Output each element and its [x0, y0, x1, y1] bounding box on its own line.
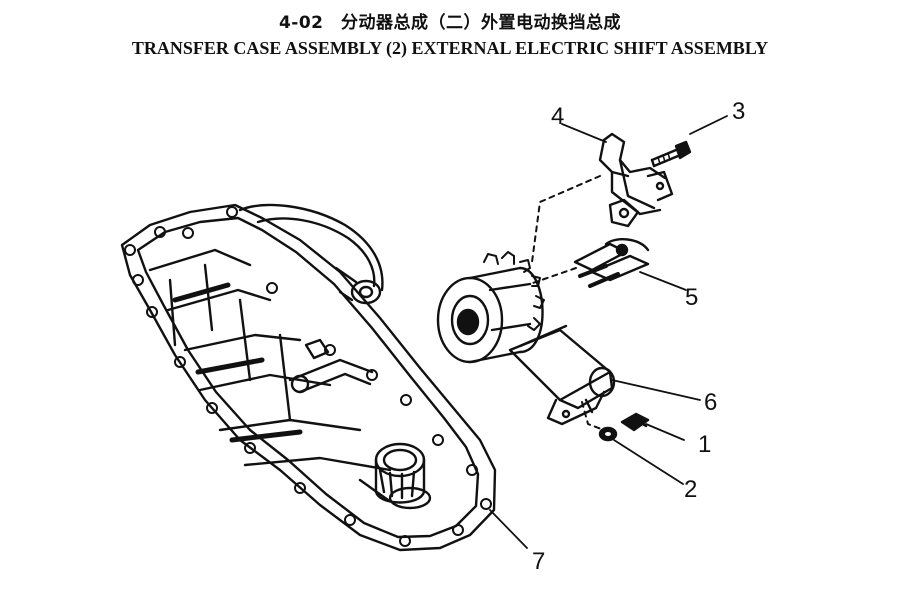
callout-3: 3: [732, 98, 745, 125]
part-4-bracket: [598, 132, 674, 228]
callout-1: 1: [698, 431, 711, 458]
title-chinese: 4-02 分动器总成（二）外置电动换挡总成: [278, 13, 622, 33]
part-5-shift-link: [573, 238, 650, 288]
callout-6: 6: [704, 389, 717, 416]
part-1-screw: [620, 412, 650, 432]
callout-5: 5: [685, 284, 698, 311]
part-3-bolt: [650, 140, 692, 168]
callout-4: 4: [551, 103, 564, 130]
part-2-nut: [598, 426, 618, 442]
title-english: TRANSFER CASE ASSEMBLY (2) EXTERNAL ELEC…: [131, 38, 769, 58]
callout-7: 7: [532, 548, 545, 575]
part-7-transfer-case-housing: [120, 203, 497, 552]
part-6-shift-motor: [436, 251, 616, 426]
callout-2: 2: [684, 476, 697, 503]
